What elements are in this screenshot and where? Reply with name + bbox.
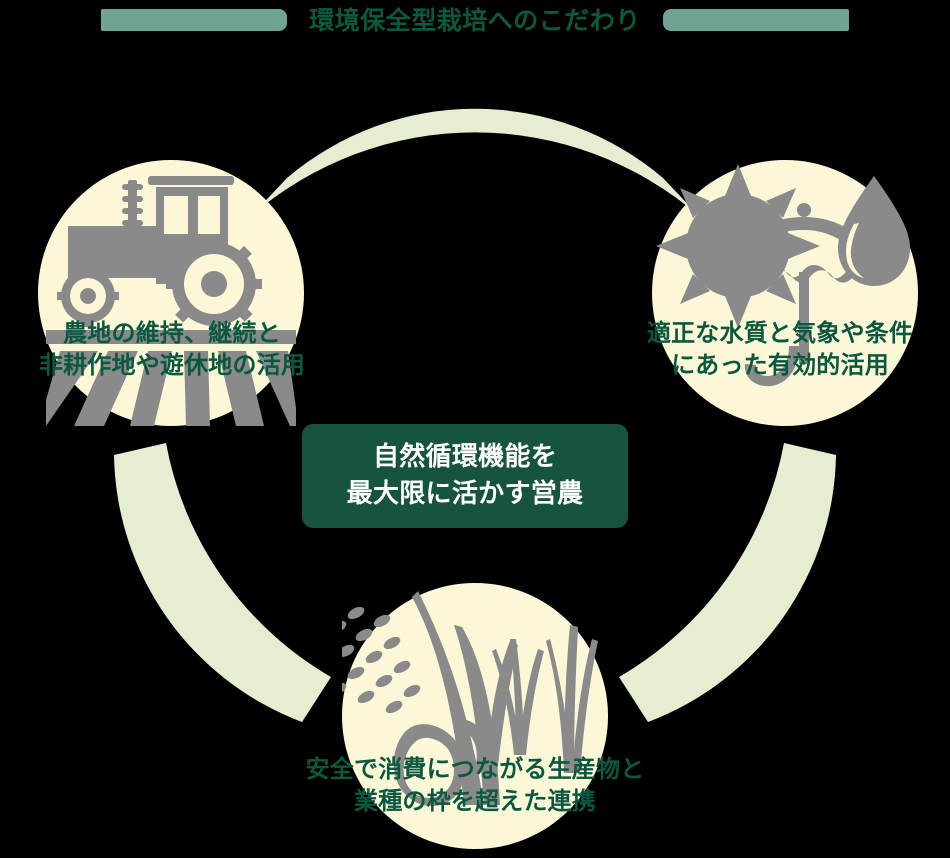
- page-header: 環境保全型栽培へのこだわり: [0, 0, 950, 40]
- arc-right: [619, 443, 836, 722]
- node-farmland[interactable]: [38, 160, 304, 426]
- caption-produce-line2: 業種の枠を超えた連携: [354, 786, 596, 815]
- caption-water: 適正な水質と気象や条件 にあった有効的活用: [608, 318, 950, 381]
- header-decor-bar-right: [662, 9, 849, 31]
- tractor-field-icon: [46, 176, 296, 426]
- header-decor-bar-left: [101, 9, 288, 31]
- node-water[interactable]: [652, 160, 918, 426]
- arc-top: [251, 108, 699, 216]
- arc-left: [114, 443, 331, 722]
- rice-plant-grain-icon: [342, 591, 598, 807]
- sun-umbrella-waterdrop-icon: [656, 164, 910, 387]
- caption-farmland: 農地の維持、継続と 非耕作地や遊休地の活用: [0, 318, 344, 381]
- page-title: 環境保全型栽培へのこだわり: [309, 5, 641, 35]
- caption-water-line1: 適正な水質と気象や条件: [646, 319, 914, 347]
- caption-farmland-line2: 非耕作地や遊休地の活用: [38, 350, 306, 379]
- center-badge-line1: 自然循環機能を: [372, 442, 558, 473]
- center-badge-line2: 最大限に活かす営農: [346, 479, 584, 509]
- center-badge: 自然循環機能を 最大限に活かす営農: [302, 424, 628, 528]
- caption-water-line2: にあった有効的活用: [671, 350, 889, 379]
- water-droplet: [838, 176, 910, 286]
- grain-spray: [342, 606, 421, 714]
- sun-rays: [656, 164, 820, 328]
- caption-produce: 安全で消費につながる生産物と 業種の枠を超えた連携: [235, 754, 715, 817]
- grass-tufts: [492, 625, 598, 773]
- rice-stalks-main: [412, 591, 518, 805]
- node-produce[interactable]: [342, 583, 608, 849]
- caption-produce-line1: 安全で消費につながる生産物と: [305, 755, 645, 783]
- caption-farmland-line1: 農地の維持、継続と: [63, 319, 281, 347]
